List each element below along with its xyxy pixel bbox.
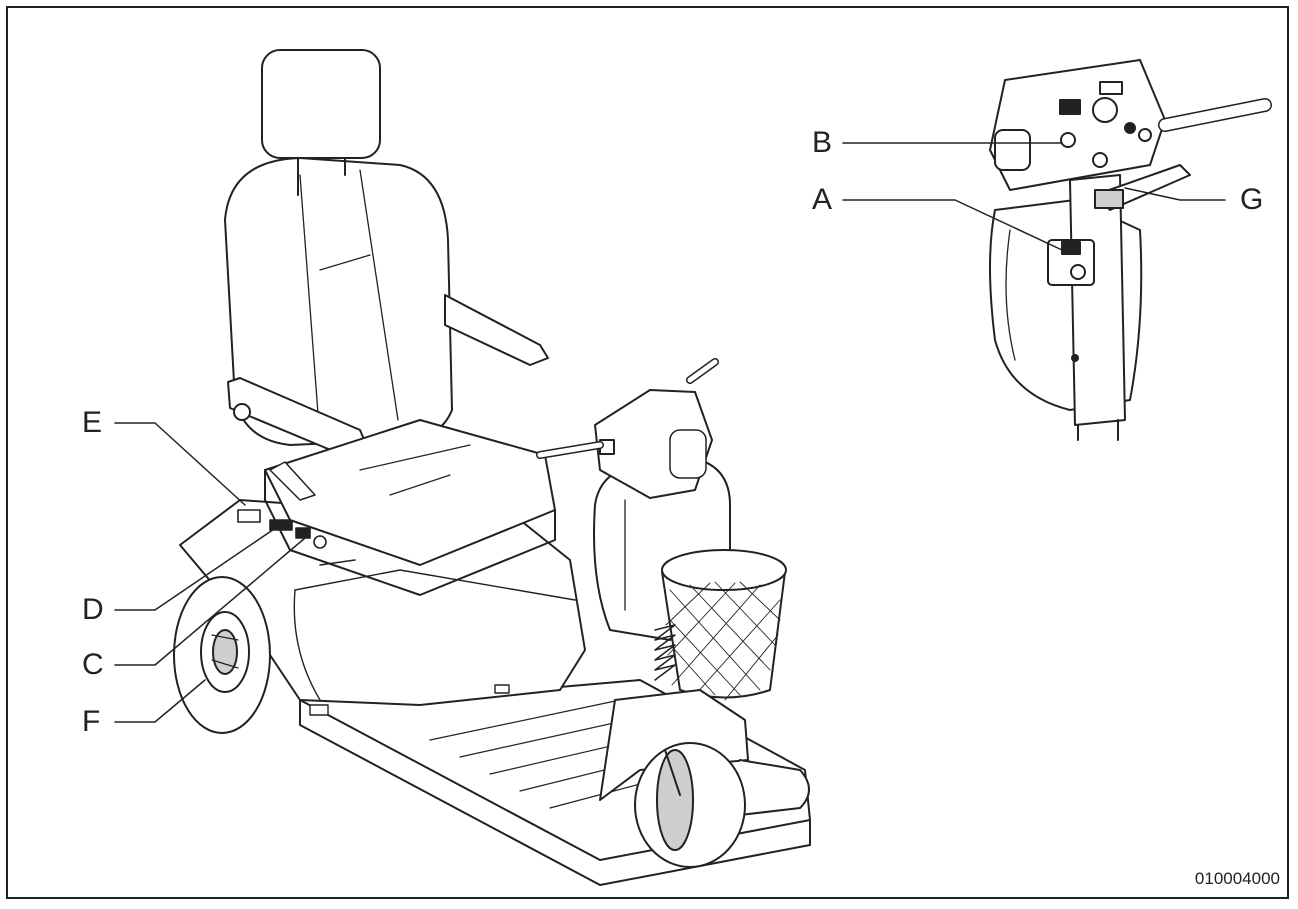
front-bumper xyxy=(739,759,810,816)
leader-c xyxy=(114,537,306,666)
callout-g: G xyxy=(1240,183,1264,216)
seat-back xyxy=(224,157,453,446)
basket xyxy=(661,549,787,701)
headrest xyxy=(261,49,381,159)
leader-f xyxy=(114,679,206,723)
callout-d: D xyxy=(82,593,104,626)
rear-control-panel xyxy=(237,509,356,566)
armrest-right xyxy=(444,294,549,366)
leader-e xyxy=(114,422,246,506)
tiller-detail xyxy=(989,59,1272,441)
figure-code: 010004000 xyxy=(1194,869,1280,888)
callout-f: F xyxy=(82,705,101,738)
leader-g xyxy=(1124,187,1226,201)
callout-b: B xyxy=(812,126,833,159)
front-wheel xyxy=(634,742,746,868)
leader-lines xyxy=(114,142,1226,723)
callout-e: E xyxy=(82,406,103,439)
rear-wheel xyxy=(173,576,271,734)
callout-c: C xyxy=(82,648,104,681)
leader-d xyxy=(114,524,281,611)
callout-a: A xyxy=(812,183,833,216)
leader-a xyxy=(842,199,1063,251)
scooter xyxy=(173,49,811,886)
